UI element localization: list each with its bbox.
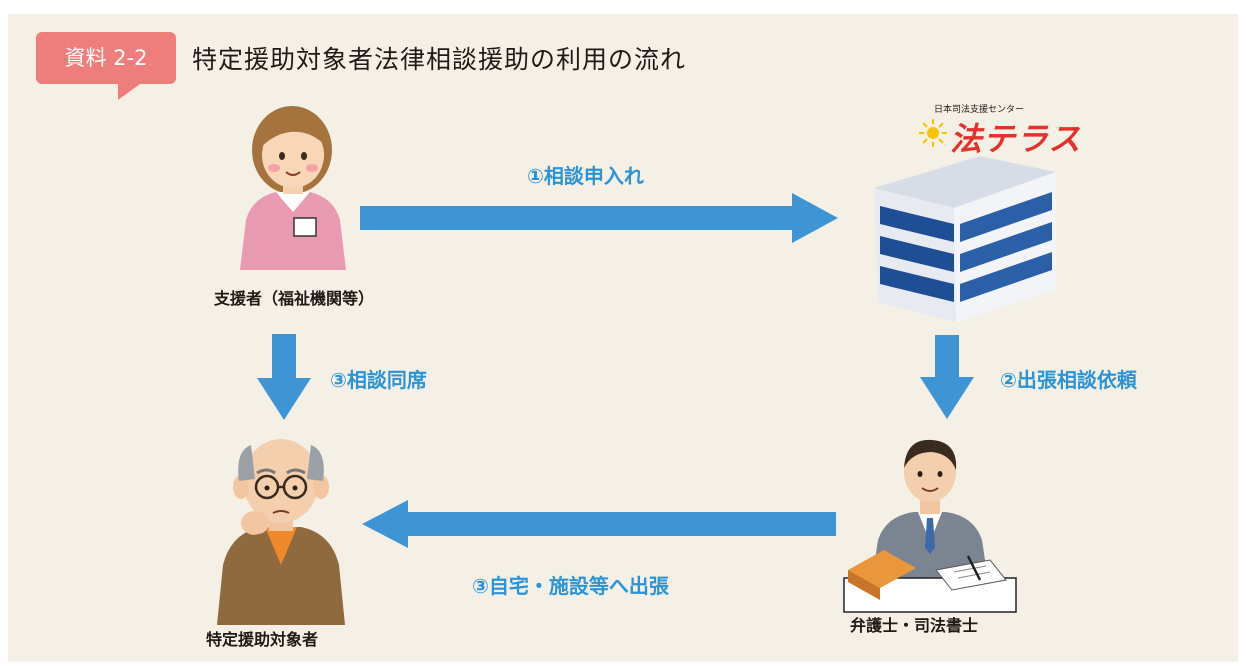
lawyer-at-desk-icon <box>843 439 1017 613</box>
houterasu-logo: 法テラス <box>950 120 1082 158</box>
office-building-icon <box>874 156 1056 322</box>
step3b-label: ③自宅・施設等へ出張 <box>472 574 669 598</box>
arrow-step2 <box>920 335 974 419</box>
supporter-woman-icon <box>240 106 346 270</box>
supporter-caption: 支援者（福祉機関等） <box>214 289 375 308</box>
elderly-man-icon <box>217 439 345 625</box>
elder-caption: 特定援助対象者 <box>206 630 319 649</box>
diagram-title: 特定援助対象者法律相談援助の利用の流れ <box>192 45 687 74</box>
step3a-label: ③相談同席 <box>330 368 427 392</box>
arrow-step1 <box>360 193 838 243</box>
sun-icon <box>919 119 947 147</box>
diagram-panel <box>8 14 1238 662</box>
step2-label: ②出張相談依頼 <box>1000 368 1137 392</box>
arrow-step3a <box>257 334 311 420</box>
badge-tail <box>118 84 140 100</box>
arrow-step3b <box>362 500 836 548</box>
document-badge: 資料 2-2 <box>36 32 176 84</box>
lawyer-caption: 弁護士・司法書士 <box>850 616 979 635</box>
step1-label: ①相談申入れ <box>527 164 644 188</box>
logo-subtitle: 日本司法支援センター <box>934 105 1025 115</box>
